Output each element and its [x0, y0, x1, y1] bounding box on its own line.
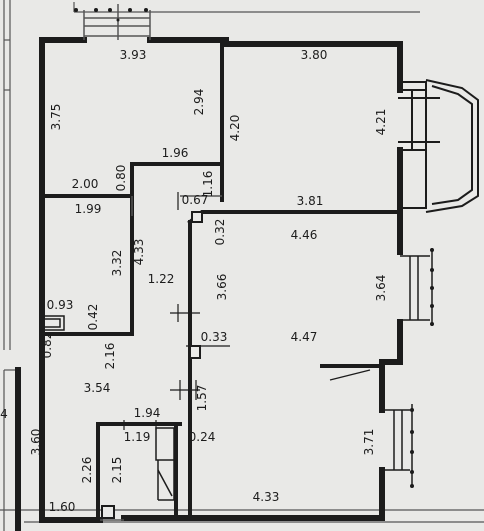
inner-walls	[40, 42, 402, 520]
dim-label: 1.94	[134, 406, 161, 420]
dim-label: 1.60	[49, 500, 76, 514]
dim-label: 3.64	[374, 275, 388, 302]
dim-label: 2.16	[103, 343, 117, 370]
dim-label: 2.26	[80, 457, 94, 484]
dim-label: 3.66	[215, 274, 229, 301]
dim-label: 1.57	[195, 385, 209, 412]
dim-label: 1.99	[75, 202, 102, 216]
dim-label: 0.42	[86, 304, 100, 331]
dim-label: 2.00	[72, 177, 99, 191]
dim-label: 0.93	[47, 298, 74, 312]
dim-label: 3.81	[297, 194, 324, 208]
bay-window	[398, 79, 479, 213]
right-windows	[384, 248, 433, 486]
dim-label: 3.75	[49, 104, 63, 131]
dim-label: 1.96	[162, 146, 189, 160]
dim-label: 4.46	[291, 228, 318, 242]
bathroom-fixtures	[39, 315, 175, 501]
dim-label: 4.47	[291, 330, 318, 344]
dim-label: 2.15	[110, 457, 124, 484]
outer-walls	[15, 37, 403, 531]
dim-label: 1.19	[124, 430, 151, 444]
dimension-labels: 3.93 3.80 3.75 2.94 4.20 4.21 1.96 0.80 …	[0, 48, 388, 514]
openings	[83, 4, 222, 521]
dim-label: 0.24	[189, 430, 216, 444]
dim-label: 4.21	[374, 109, 388, 136]
dim-label: 4.33	[132, 239, 146, 266]
dim-label: 4	[0, 407, 8, 421]
dim-label: 2.94	[192, 89, 206, 116]
right-window-dots	[410, 248, 434, 488]
dim-label: 3.71	[362, 429, 376, 456]
dim-label: 0.67	[182, 193, 209, 207]
dim-label: 0.32	[213, 219, 227, 246]
dim-label: 3.54	[84, 381, 111, 395]
dim-label: 1.22	[148, 272, 175, 286]
dim-label: 0.82	[40, 332, 54, 359]
dim-label: 3.80	[301, 48, 328, 62]
dim-label: 0.80	[114, 165, 128, 192]
dim-label: 0.33	[201, 330, 228, 344]
dim-label: 3.93	[120, 48, 147, 62]
dimension-ticks	[123, 192, 371, 430]
dim-label: 1.16	[201, 171, 215, 198]
dim-label: 4.20	[228, 115, 242, 142]
dim-label: 4.33	[253, 490, 280, 504]
dim-label: 3.32	[110, 250, 124, 277]
dim-label: 3.60	[29, 429, 43, 456]
top-window-dots	[74, 8, 148, 22]
